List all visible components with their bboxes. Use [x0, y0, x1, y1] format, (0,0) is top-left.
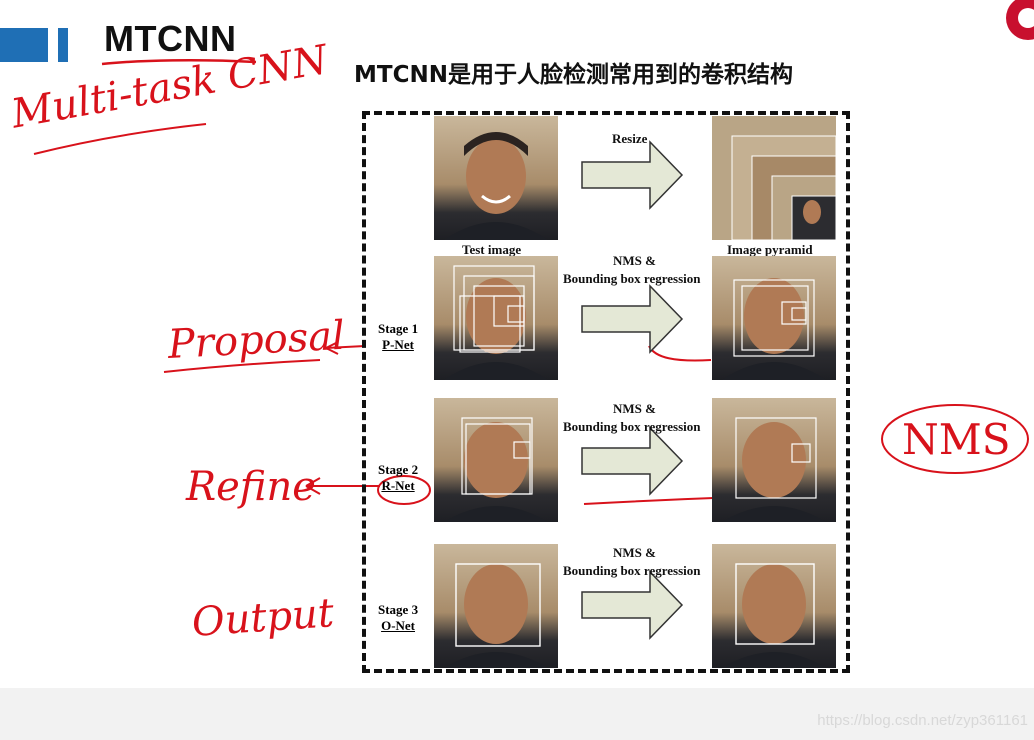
accent-bar-left	[0, 28, 48, 62]
slide-subtitle: MTCNN是用于人脸检测常用到的卷积结构	[354, 62, 793, 88]
footer-bar	[0, 688, 1034, 740]
stage-2-bbox-label: Bounding box regression	[563, 419, 701, 434]
stage-3-input-image	[434, 544, 558, 668]
stage-2-net: R-Net	[381, 478, 415, 493]
stage-2-arrow-icon	[581, 426, 684, 496]
multitask-underline-ink	[33, 123, 207, 155]
image-pyramid	[712, 116, 836, 240]
stage-1-bbox-label: Bounding box regression	[563, 271, 701, 286]
logo-icon	[1006, 0, 1034, 40]
annotation-refine: Refine	[186, 464, 316, 510]
slide-title: MTCNN	[104, 18, 237, 59]
stage-2-label: Stage 2 R-Net	[378, 462, 418, 494]
nms-circle-ink	[881, 404, 1029, 474]
accent-bar-right	[58, 28, 68, 62]
mtcnn-diagram-frame	[362, 111, 850, 673]
stage-3-net: O-Net	[381, 618, 416, 633]
stage-3-nms-label: NMS &	[613, 545, 656, 560]
stage-3-arrow-icon	[581, 570, 684, 640]
annotation-output: Output	[190, 590, 336, 646]
resize-label: Resize	[612, 131, 648, 146]
stage-1-label: Stage 1 P-Net	[378, 321, 418, 353]
stage-3-bbox-label: Bounding box regression	[563, 563, 701, 578]
stage-1-output-image	[712, 256, 836, 380]
refine-arrow-ink	[305, 475, 431, 505]
stage-2-nms-label: NMS &	[613, 401, 656, 416]
stage-3-label: Stage 3 O-Net	[378, 602, 418, 634]
stage-1-name: Stage 1	[378, 321, 419, 336]
stage-1-nms-label: NMS &	[613, 253, 656, 268]
image-pyramid-label: Image pyramid	[727, 242, 813, 257]
test-image-label: Test image	[462, 242, 522, 257]
stage-1-arrow-icon	[581, 284, 684, 354]
annotation-nms: NMS	[902, 415, 1011, 464]
watermark: https://blog.csdn.net/zyp361161	[817, 712, 1028, 729]
stage-2-name: Stage 2	[378, 462, 419, 477]
stage-3-output-image	[712, 544, 836, 668]
stage-1-input-image	[434, 256, 558, 380]
stage-2-input-image	[434, 398, 558, 522]
stage-2-output-image	[712, 398, 836, 522]
stage-1-net: P-Net	[382, 337, 414, 352]
title-underline-ink	[101, 59, 257, 66]
stage-3-name: Stage 3	[378, 602, 419, 617]
resize-arrow-icon	[581, 140, 684, 210]
test-image	[434, 116, 558, 240]
proposal-arrow-ink	[163, 341, 366, 373]
